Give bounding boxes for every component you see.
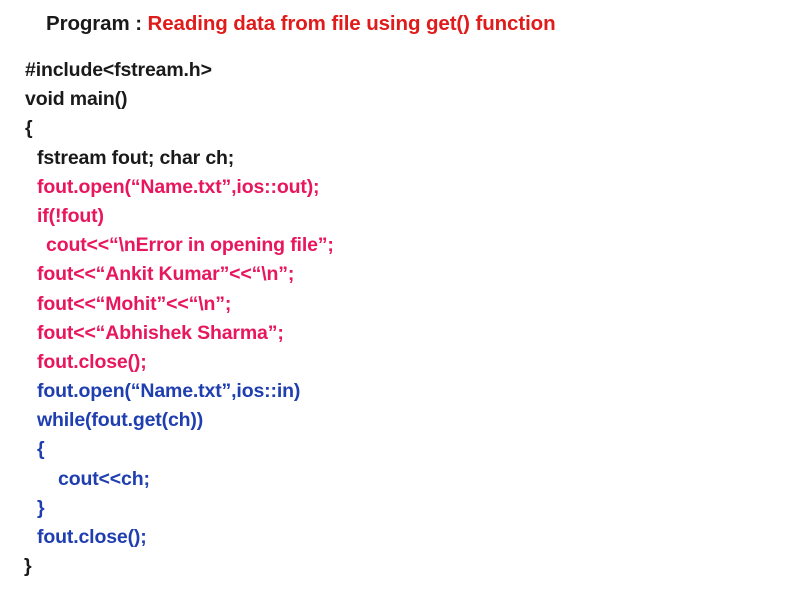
code-line: cout<<“\nError in opening file”; (46, 234, 334, 257)
title-label-program: Program : (46, 12, 148, 35)
code-listing: #include<fstream.h>void main(){fstream f… (0, 56, 800, 581)
code-line: fout.close(); (37, 526, 147, 548)
code-line: void main() (25, 88, 128, 111)
code-line: fout.open(“Name.txt”,ios::in) (37, 380, 301, 403)
code-line: } (37, 496, 45, 519)
code-line: cout<<ch; (58, 467, 150, 490)
code-line: fstream fout; char ch; (37, 146, 235, 169)
code-line: { (25, 117, 33, 140)
code-line: while(fout.get(ch)) (37, 409, 204, 432)
code-line: fout.open(“Name.txt”,ios::out); (37, 175, 320, 198)
code-line: { (37, 438, 45, 461)
code-line: } (24, 555, 32, 578)
code-line: fout.close(); (37, 350, 147, 373)
code-line: fout<<“Ankit Kumar”<<“\n”; (37, 263, 295, 286)
page-title: Program : Reading data from file using g… (46, 12, 556, 36)
code-line: fout<<“Mohit”<<“\n”; (37, 292, 232, 315)
code-line: #include<fstream.h> (25, 59, 212, 81)
code-line: fout<<“Abhishek Sharma”; (37, 321, 284, 344)
code-line: if(!fout) (37, 204, 104, 227)
title-topic-text: Reading data from file using get() funct… (147, 12, 556, 35)
